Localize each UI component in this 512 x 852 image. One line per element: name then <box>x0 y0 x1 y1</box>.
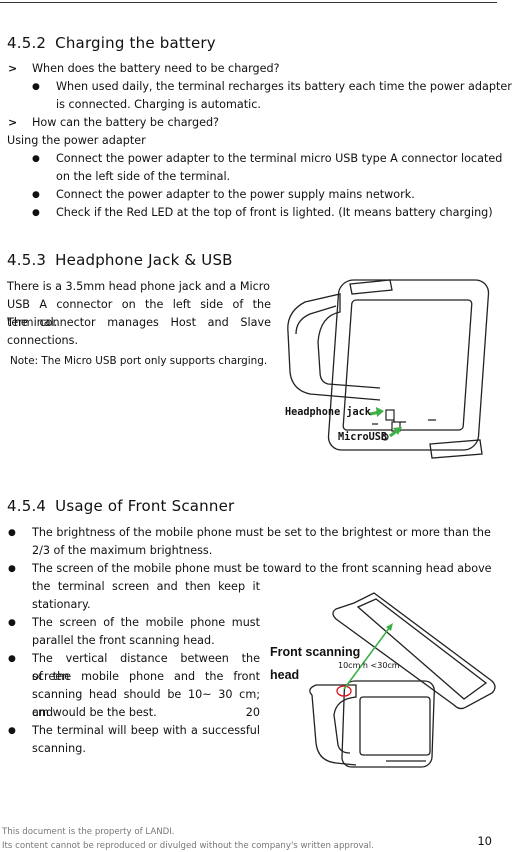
scanner-rule-1-line1: The brightness of the mobile phone must … <box>32 526 491 539</box>
section-number: 4.5.3 <box>7 251 47 269</box>
bullet-icon: ● <box>8 528 16 538</box>
page-number: 10 <box>477 834 492 848</box>
terminal-side-illustration <box>287 279 490 459</box>
scanner-rule-2-line3: stationary. <box>32 598 91 611</box>
charging-question-1: When does the battery need to be charged… <box>32 62 280 75</box>
bullet-icon: ● <box>8 654 16 664</box>
bullet-icon: ● <box>32 190 40 200</box>
charging-answer-line1: When used daily, the terminal recharges … <box>56 80 512 93</box>
headphone-paragraph-line3: The connector manages Host and Slave <box>7 316 271 329</box>
bullet-icon: ● <box>32 154 40 164</box>
section-title: Charging the battery <box>55 34 216 52</box>
scanner-rule-2-line2: the terminal screen and then keep it <box>32 580 260 593</box>
front-scanner-illustration <box>309 592 496 768</box>
scanner-rule-3-line2: parallel the front scanning head. <box>32 634 215 647</box>
section-heading-charging: 4.5.2 Charging the battery <box>7 34 216 52</box>
headphone-jack-label: Headphone jack <box>285 407 371 418</box>
section-number: 4.5.4 <box>7 497 47 515</box>
question-marker-icon: > <box>8 62 18 75</box>
footer-ownership: This document is the property of LANDI. <box>2 827 175 837</box>
adapter-step-1-line2: on the left side of the terminal. <box>56 170 231 183</box>
headphone-note: Note: The Micro USB port only supports c… <box>10 355 268 367</box>
micro-usb-label: MicroUSB <box>338 432 388 443</box>
adapter-step-2: Connect the power adapter to the power s… <box>56 188 415 201</box>
scanner-rule-1-line2: 2/3 of the maximum brightness. <box>32 544 213 557</box>
using-adapter-label: Using the power adapter <box>7 134 146 147</box>
front-scanning-label-line1: Front scanning <box>270 645 361 659</box>
question-marker-icon: > <box>8 116 18 129</box>
bullet-icon: ● <box>8 564 16 574</box>
scanner-rule-2-line1: The screen of the mobile phone must be t… <box>32 562 492 575</box>
adapter-step-3: Check if the Red LED at the top of front… <box>56 206 493 219</box>
bullet-icon: ● <box>8 726 16 736</box>
scanner-rule-4-line2: of the mobile phone and the front <box>32 670 260 683</box>
section-number: 4.5.2 <box>7 34 47 52</box>
bullet-icon: ● <box>32 208 40 218</box>
scanner-rule-3-line1: The screen of the mobile phone must <box>32 616 260 629</box>
section-title: Usage of Front Scanner <box>55 497 235 515</box>
bullet-icon: ● <box>8 618 16 628</box>
headphone-paragraph-line2: USB A connector on the left side of the … <box>7 298 271 329</box>
front-scanning-label-line2: head <box>270 668 300 682</box>
section-heading-scanner: 4.5.4 Usage of Front Scanner <box>7 497 234 515</box>
charging-question-2: How can the battery be charged? <box>32 116 219 129</box>
section-heading-headphone: 4.5.3 Headphone Jack & USB <box>7 251 233 269</box>
scanner-rule-4-line1: The vertical distance between the screen <box>32 652 260 683</box>
headphone-paragraph-line1: There is a 3.5mm head phone jack and a M… <box>7 280 270 293</box>
charging-answer-line2: is connected. Charging is automatic. <box>56 98 261 111</box>
footer-copyright: Its content cannot be reproduced or divu… <box>2 841 374 851</box>
scanner-rule-4-line4: cm would be the best. <box>32 706 157 719</box>
section-title: Headphone Jack & USB <box>55 251 233 269</box>
scanner-rule-4-line3: scanning head should be 10~ 30 cm; and 2… <box>32 688 260 719</box>
headphone-paragraph-line4: connections. <box>7 334 79 347</box>
distance-range-label: 10cm h <30cm <box>338 661 400 670</box>
adapter-step-1-line1: Connect the power adapter to the termina… <box>56 152 503 165</box>
scanner-rule-5-line1: The terminal will beep with a successful <box>32 724 260 737</box>
header-rule <box>0 2 497 3</box>
scanner-rule-5-line2: scanning. <box>32 742 86 755</box>
bullet-icon: ● <box>32 82 40 92</box>
